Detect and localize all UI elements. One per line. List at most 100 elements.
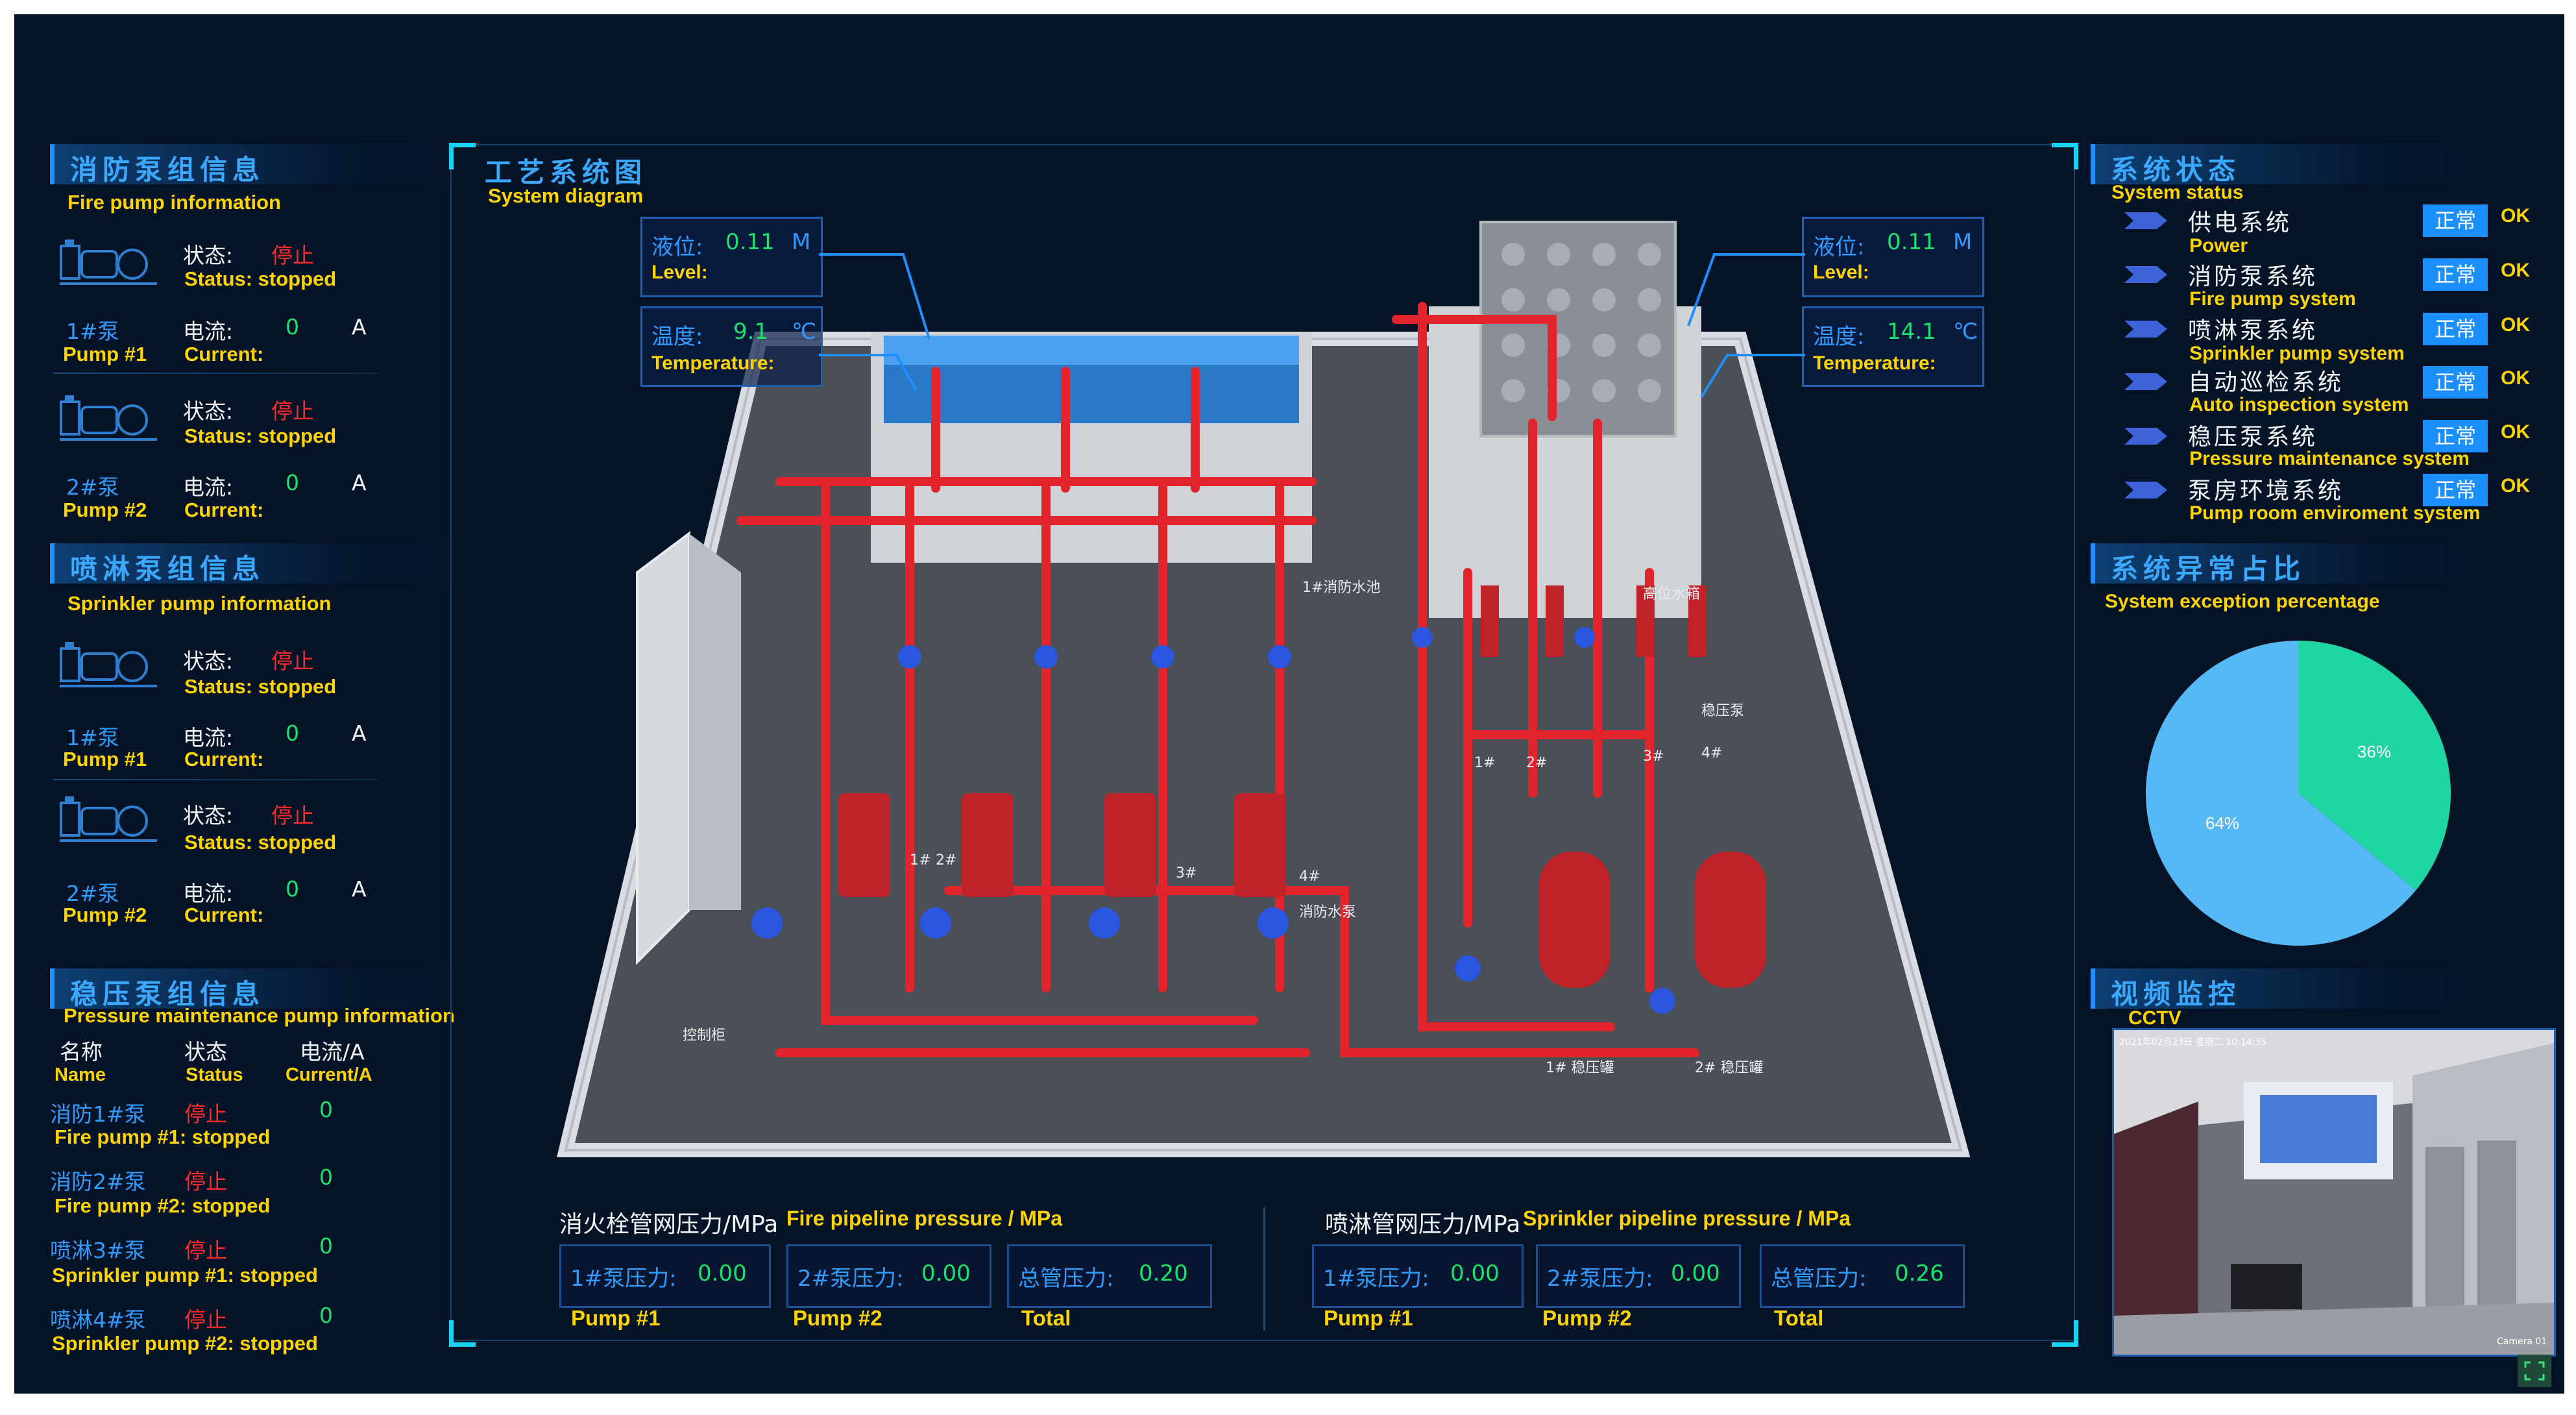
current-label: 电流: bbox=[183, 881, 234, 906]
status-ok: OK bbox=[2501, 421, 2530, 443]
status-item-en: Power bbox=[2189, 235, 2248, 256]
fire-pump-section-title: 消防泵组信息 bbox=[50, 144, 457, 186]
left-temp-box: 温度: 9.1 ℃ Temperature: bbox=[640, 306, 823, 387]
status-value: 停止 bbox=[271, 399, 314, 424]
status-label: 状态: bbox=[183, 399, 234, 424]
pressure-label: 总管压力: bbox=[1771, 1266, 1867, 1292]
exception-pie-chart: 36%64% bbox=[2146, 641, 2451, 946]
status-value: 停止 bbox=[271, 803, 314, 828]
frame-corner bbox=[2052, 143, 2078, 169]
arrow-icon bbox=[2124, 212, 2167, 229]
arrow-icon bbox=[2124, 266, 2167, 283]
cctv-frame-image bbox=[2114, 1030, 2554, 1355]
current-label: 电流: bbox=[183, 474, 234, 500]
status-ok: OK bbox=[2501, 260, 2530, 281]
label-s3: 3# bbox=[1643, 748, 1664, 765]
right-level-value: 0.11 bbox=[1887, 229, 1936, 255]
pressure-label-en: Pump #1 bbox=[1324, 1306, 1413, 1330]
pressure-label: 2#泵压力: bbox=[1547, 1266, 1653, 1292]
table-row-status: 停止 bbox=[184, 1101, 227, 1127]
right-level-unit: M bbox=[1953, 229, 1973, 255]
current-unit: A bbox=[352, 314, 367, 339]
fire-pump-title: 消防泵组信息 bbox=[70, 154, 265, 186]
fullscreen-button[interactable] bbox=[2518, 1355, 2551, 1387]
frame-corner bbox=[449, 1320, 476, 1347]
right-temp-unit: ℃ bbox=[1953, 319, 1978, 345]
status-badge: 正常 bbox=[2423, 474, 2488, 506]
left-temp-value: 9.1 bbox=[733, 319, 769, 345]
pressure-value: 0.00 bbox=[1450, 1261, 1500, 1286]
system-status-section-title: 系统状态 bbox=[2091, 144, 2485, 186]
current-value: 0 bbox=[286, 314, 299, 339]
divider bbox=[53, 779, 378, 780]
label-stab-pump: 稳压泵 bbox=[1701, 703, 1744, 719]
label-s1: 1# bbox=[1474, 755, 1495, 771]
current-en: Current: bbox=[184, 498, 264, 521]
control-cabinet bbox=[636, 531, 690, 965]
status-item-label: 稳压泵系统 bbox=[2188, 424, 2318, 450]
pressure-pump-subtitle: Pressure maintenance pump information bbox=[64, 1004, 455, 1027]
right-level-en: Level: bbox=[1813, 262, 1869, 283]
pressure-pump-title: 稳压泵组信息 bbox=[70, 978, 265, 1010]
pie-slice-0 bbox=[2298, 641, 2451, 891]
sprinkler-total-pressure-box: 总管压力: 0.26 bbox=[1760, 1244, 1965, 1308]
pressure-label-en: Pump #1 bbox=[571, 1306, 661, 1330]
sprinkler-pump-title: 喷淋泵组信息 bbox=[70, 553, 265, 585]
sprinkler-pump1-pressure-box: 1#泵压力: 0.00 bbox=[1312, 1244, 1524, 1308]
right-callout-lines bbox=[1687, 253, 1805, 399]
sprinkler-pressure-subtitle: Sprinkler pipeline pressure / MPa bbox=[1523, 1207, 1851, 1230]
table-row-current: 0 bbox=[319, 1303, 333, 1328]
label-pool: 1#消防水池 bbox=[1302, 580, 1380, 596]
label-high-tank: 高位水箱 bbox=[1643, 586, 1700, 602]
pie-slice-1 bbox=[2146, 641, 2416, 946]
pump-name-en: Pump #1 bbox=[63, 748, 147, 770]
status-en: Status: stopped bbox=[184, 831, 337, 854]
pump-name: 2#泵 bbox=[66, 474, 119, 500]
table-header-status: 状态 bbox=[184, 1039, 227, 1064]
cctv-section-title: 视频监控 bbox=[2091, 968, 2485, 1010]
sprinkler-pump-section-title: 喷淋泵组信息 bbox=[50, 543, 457, 585]
pressure-tank-2 bbox=[1695, 852, 1766, 988]
left-level-label: 液位: bbox=[651, 234, 703, 260]
pump-name-en: Pump #1 bbox=[63, 343, 147, 365]
current-unit: A bbox=[352, 720, 367, 746]
table-row-current: 0 bbox=[319, 1164, 333, 1190]
cctv-video[interactable]: 2021年02月23日 星期二 10:14:35 Camera 01 bbox=[2112, 1028, 2556, 1357]
status-value: 停止 bbox=[271, 243, 314, 268]
label-n4: 4# bbox=[1299, 868, 1320, 885]
divider bbox=[53, 373, 378, 374]
pressure-pump-section-title: 稳压泵组信息 bbox=[50, 968, 457, 1010]
left-temp-en: Temperature: bbox=[651, 352, 775, 374]
pressure-label-en: Pump #2 bbox=[1542, 1306, 1632, 1330]
valves bbox=[751, 627, 1675, 1014]
current-label: 电流: bbox=[183, 725, 234, 750]
label-control: 控制柜 bbox=[683, 1027, 725, 1044]
label-s4: 4# bbox=[1701, 745, 1722, 761]
stab-pumps bbox=[1481, 585, 1707, 657]
dashboard-screen: 消防泵组信息 Fire pump information 状态: 停止 Stat… bbox=[14, 14, 2564, 1394]
current-label: 电流: bbox=[183, 319, 234, 344]
pump-name-en: Pump #2 bbox=[63, 498, 147, 521]
cctv-camera-name: Camera 01 bbox=[2497, 1336, 2547, 1347]
current-en: Current: bbox=[184, 904, 264, 926]
cctv-subtitle: CCTV bbox=[2128, 1007, 2181, 1029]
table-row-desc: Sprinkler pump #2: stopped bbox=[52, 1332, 318, 1355]
table-header-status-en: Status bbox=[186, 1064, 243, 1085]
arrow-icon bbox=[2124, 373, 2167, 390]
table-row-status: 停止 bbox=[184, 1238, 227, 1263]
status-en: Status: stopped bbox=[184, 675, 337, 698]
status-badge: 正常 bbox=[2423, 420, 2488, 452]
table-row-desc: Sprinkler pump #1: stopped bbox=[52, 1264, 318, 1286]
pressure-label: 1#泵压力: bbox=[1323, 1266, 1429, 1292]
status-badge: 正常 bbox=[2423, 366, 2488, 399]
pump-icon bbox=[60, 796, 157, 842]
sprinkler-pump2-pressure-box: 2#泵压力: 0.00 bbox=[1536, 1244, 1741, 1308]
right-temp-label: 温度: bbox=[1813, 324, 1865, 350]
label-s2: 2# bbox=[1526, 755, 1547, 771]
table-row-current: 0 bbox=[319, 1097, 333, 1122]
exception-subtitle: System exception percentage bbox=[2105, 591, 2380, 612]
table-row-desc: Fire pump #1: stopped bbox=[55, 1126, 271, 1148]
pump-name-en: Pump #2 bbox=[63, 904, 147, 926]
fire-pumps bbox=[838, 793, 1286, 897]
status-badge: 正常 bbox=[2423, 204, 2488, 237]
